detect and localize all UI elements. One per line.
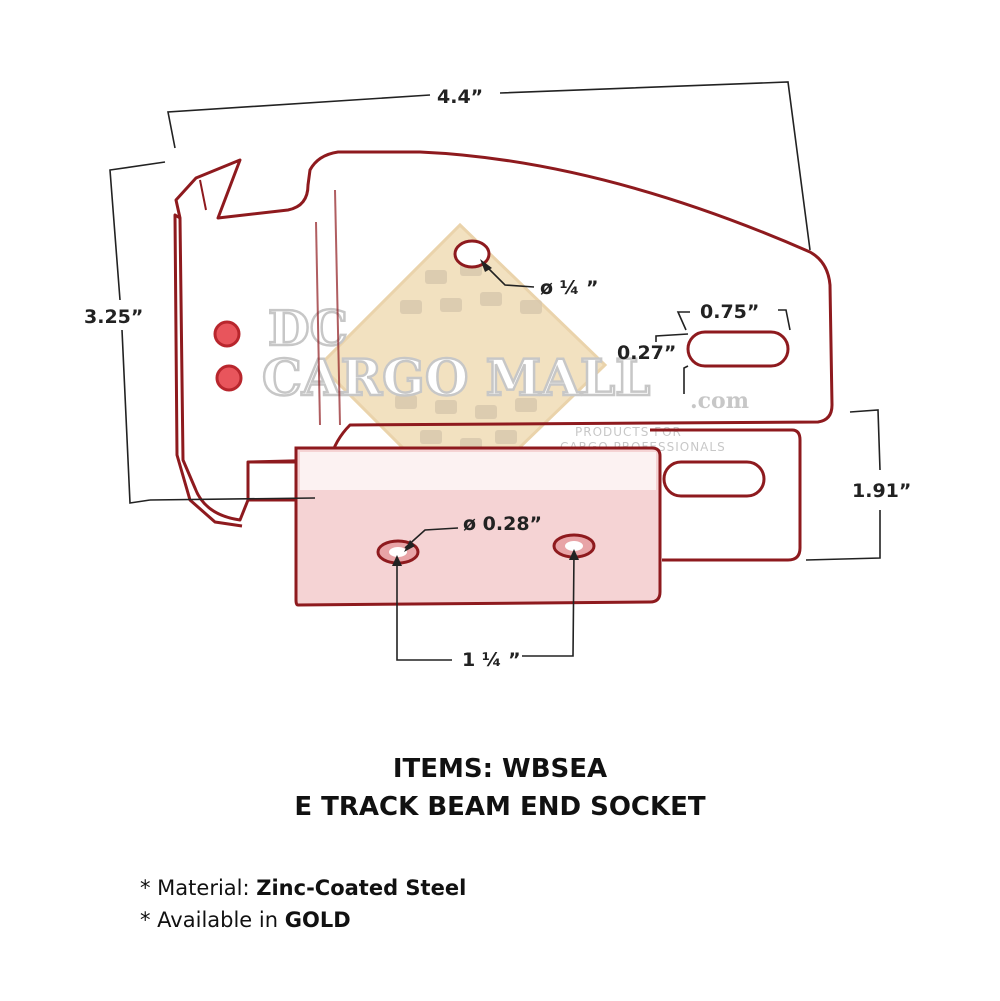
watermark-line2: CARGO MALL [262, 348, 650, 407]
flange-height-bottom [805, 510, 881, 561]
rivet-top [213, 320, 241, 348]
material-spec: * Material: Zinc-Coated Steel [140, 876, 466, 900]
width-dimension-left [167, 94, 431, 149]
rear-flange-slot [662, 460, 766, 498]
material-value: Zinc-Coated Steel [256, 876, 467, 900]
bracket-fold-line-2 [334, 189, 341, 426]
width-dimension-right [499, 81, 811, 251]
top-hole [453, 239, 491, 269]
height-dimension-top [109, 161, 166, 301]
rear-flange [650, 428, 802, 562]
slot-width-bottom [683, 365, 689, 394]
countersunk-hole-right [552, 533, 596, 559]
slot-length-label: 0.75” [700, 301, 759, 323]
rivet-bottom [215, 364, 243, 392]
hole-spacing-right [522, 551, 575, 657]
watermark-tagline1: PRODUCTS FOR [575, 425, 682, 439]
front-flange [248, 446, 662, 607]
height-label: 3.25” [84, 306, 143, 328]
bottom-hole-label: ø 0.28” [463, 513, 542, 535]
watermark-domain: .com [690, 388, 749, 414]
bracket-fold-line [315, 221, 321, 426]
flange-height-top [849, 409, 881, 471]
slot-width-top [655, 333, 689, 342]
dimension-arrowheads [392, 259, 579, 566]
hole-spacing-right-arrow [569, 549, 579, 560]
slot [686, 330, 790, 368]
rivets [213, 320, 243, 392]
slot-length-left [676, 311, 690, 331]
watermark-line1: DC [268, 301, 348, 357]
top-hole-label: ø ¼ ” [540, 277, 598, 299]
material-prefix: * Material: [140, 876, 257, 900]
items-code: ITEMS: WBSEA [392, 754, 608, 784]
top-features [453, 239, 790, 368]
hole-spacing-label: 1 ¼ ” [462, 649, 521, 671]
availability-value: GOLD [284, 908, 351, 932]
width-label: 4.4” [437, 86, 483, 108]
hole-spacing-left [396, 558, 452, 661]
front-flange-highlight [300, 452, 656, 490]
height-dimension-base [149, 497, 316, 501]
dimension-lines [109, 81, 881, 661]
availability-spec: * Available in GOLD [140, 908, 351, 932]
bracket-inner-edge [173, 213, 243, 528]
slot-length-right [778, 309, 791, 331]
bracket-hook-line [199, 179, 207, 211]
watermark-logo: DC CARGO MALL .com PRODUCTS FOR CARGO PR… [261, 222, 749, 508]
flange-height-label: 1.91” [852, 480, 911, 502]
availability-prefix: * Available in [140, 908, 285, 932]
bottom-hole-arrow [404, 540, 415, 552]
height-dimension-bottom [121, 329, 151, 504]
hole-spacing-left-arrow [392, 555, 402, 566]
slot-width-label: 0.27” [617, 342, 676, 364]
top-hole-arrow [480, 259, 492, 272]
items-name: E TRACK BEAM END SOCKET [294, 792, 706, 822]
top-hole-leader [483, 263, 535, 288]
